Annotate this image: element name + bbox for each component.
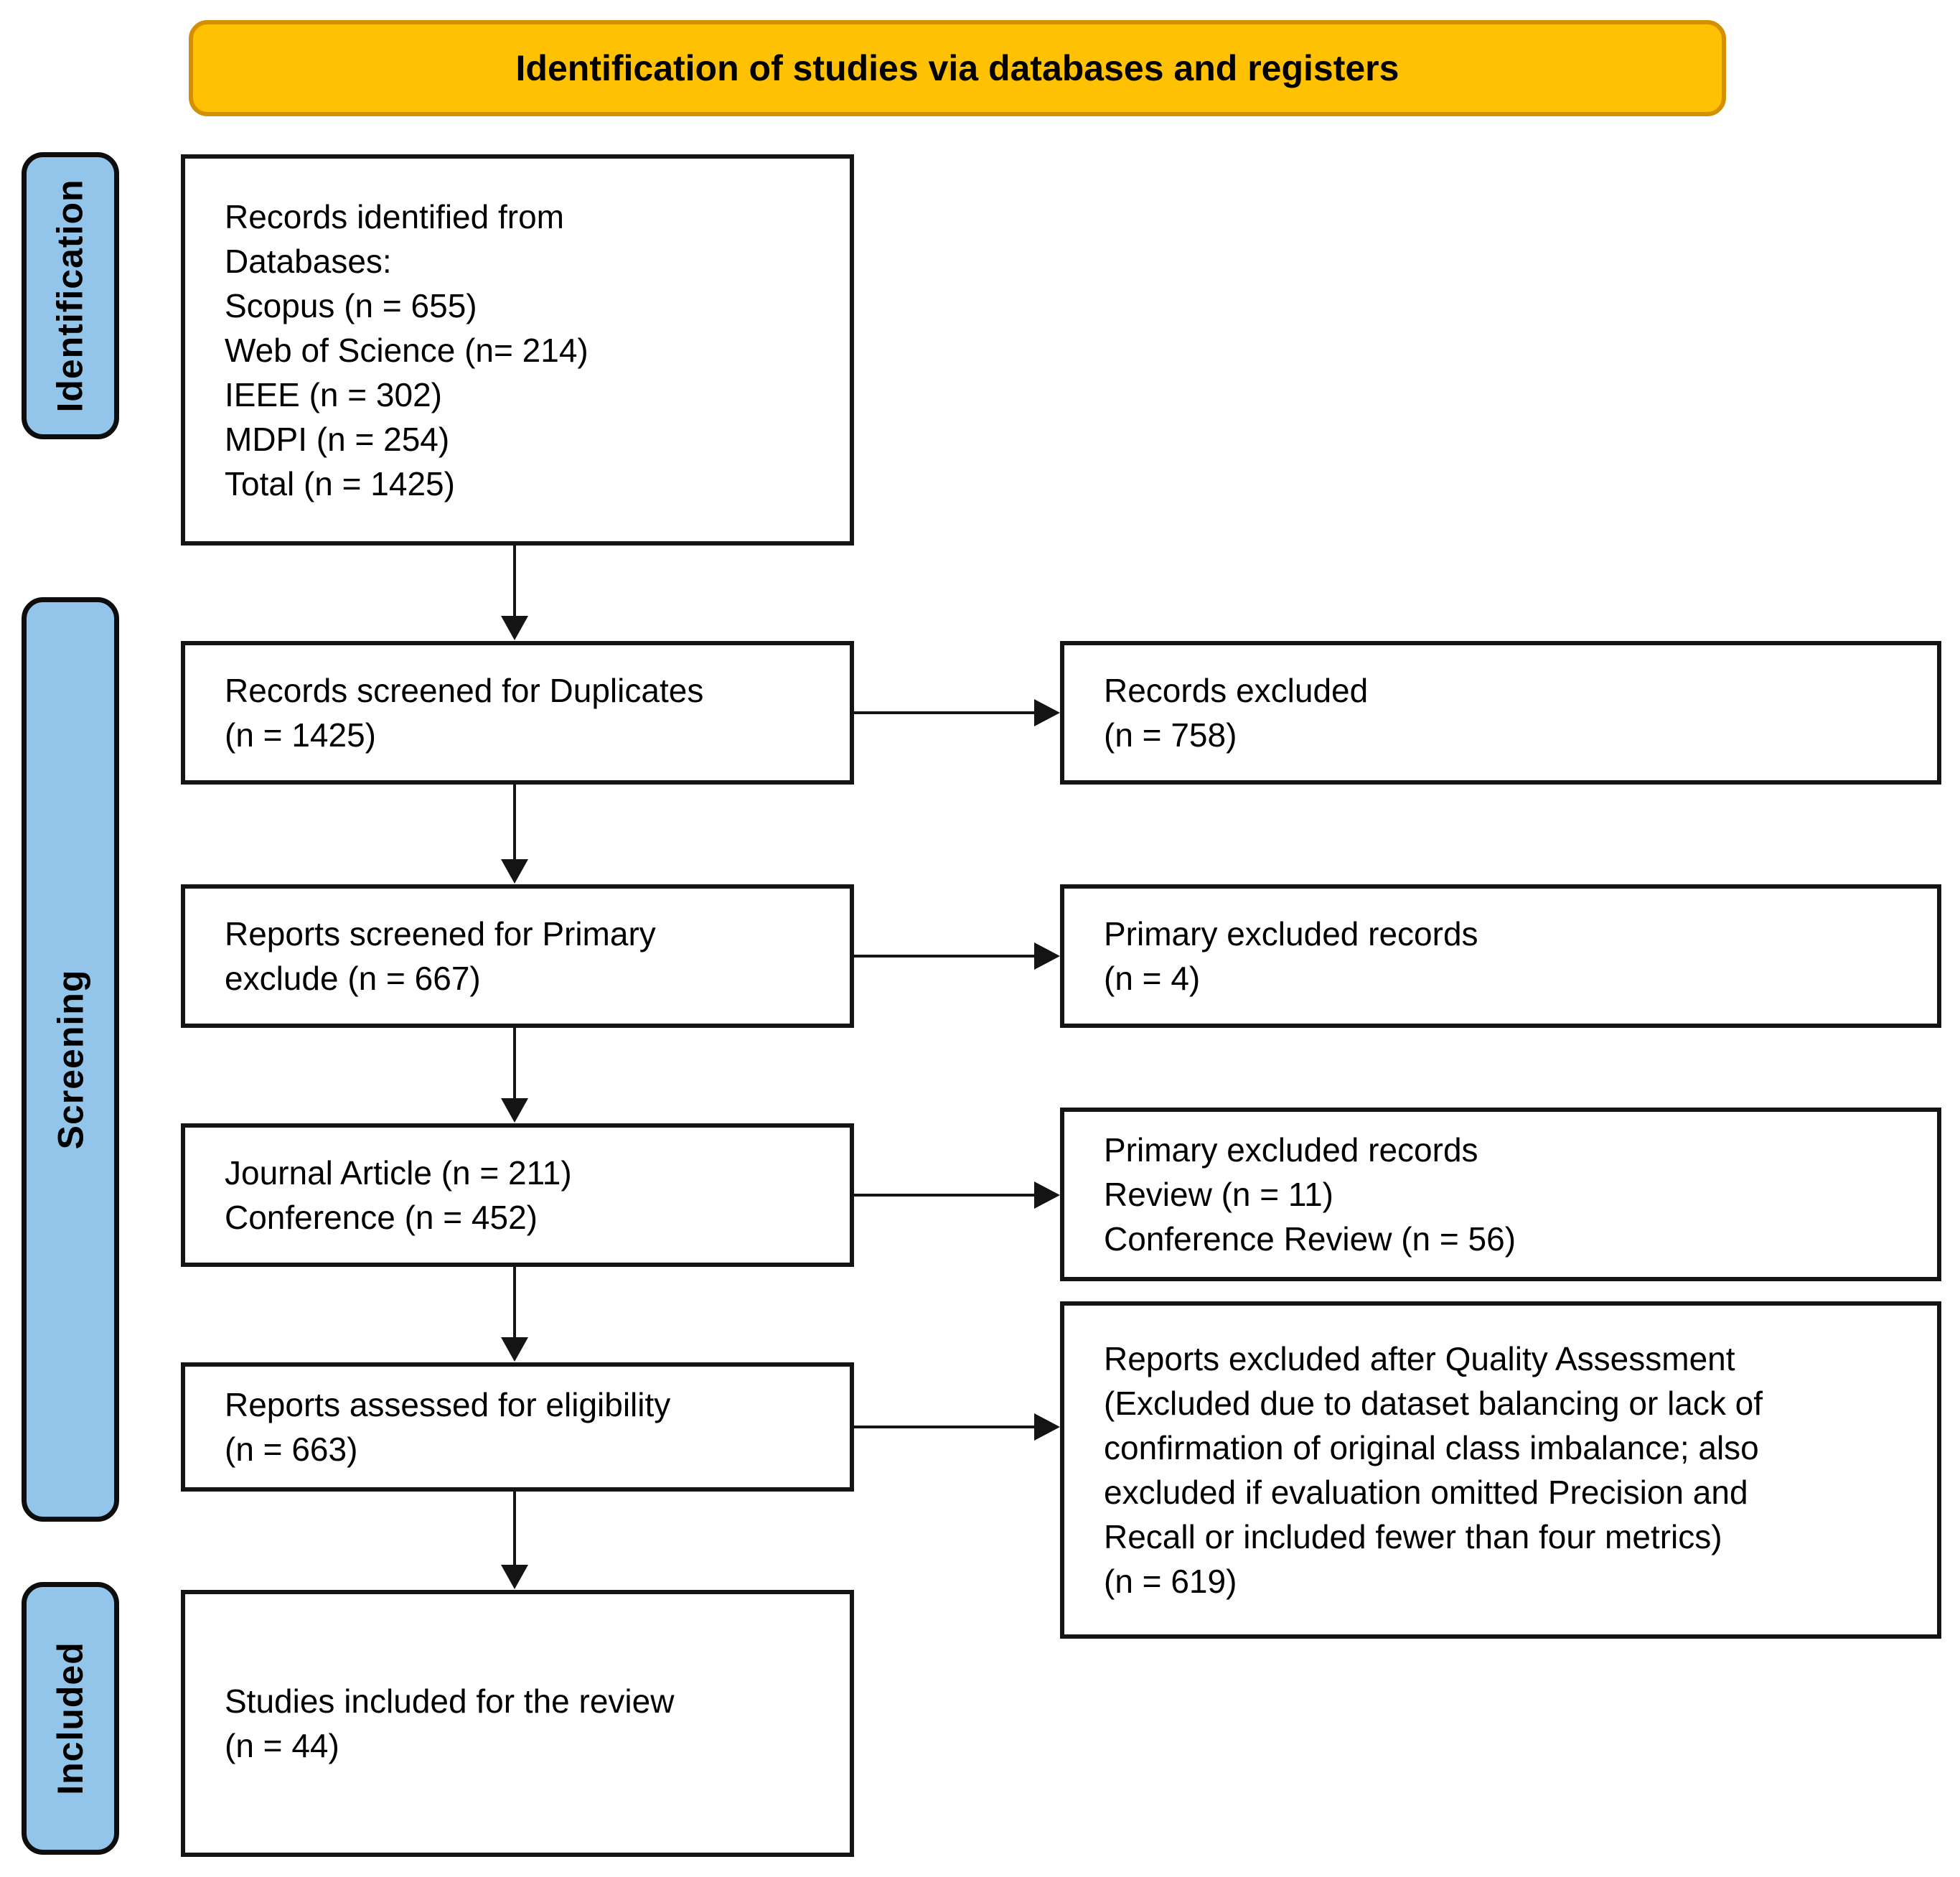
journal-conference-box: Journal Article (n = 211) Conference (n …: [181, 1123, 854, 1267]
box-line: Web of Science (n= 214): [225, 331, 589, 369]
stage-label-screening: Screening: [22, 597, 119, 1522]
box-line: Studies included for the review: [225, 1682, 675, 1720]
title-banner: Identification of studies via databases …: [189, 20, 1726, 116]
stage-label-included-text: Included: [50, 1642, 91, 1795]
box-line: Review (n = 11): [1104, 1176, 1334, 1213]
records-excluded-box: Records excluded (n = 758): [1060, 641, 1941, 785]
box-line: Databases:: [225, 242, 392, 280]
box-line: Conference Review (n = 56): [1104, 1220, 1516, 1258]
arrow-down-3-head: [501, 1098, 528, 1123]
arrow-right-3-head: [1034, 1181, 1060, 1209]
quality-assessment-excluded-box: Reports excluded after Quality Assessmen…: [1060, 1301, 1941, 1639]
arrow-down-4-line: [513, 1267, 516, 1337]
box-line: Records identified from: [225, 197, 564, 235]
box-line: (n = 663): [225, 1431, 358, 1468]
box-line: Reports screened for Primary: [225, 915, 656, 952]
reports-assessed-box: Reports assessed for eligibility (n = 66…: [181, 1362, 854, 1492]
box-line: (Excluded due to dataset balancing or la…: [1104, 1385, 1763, 1422]
studies-included-box: Studies included for the review (n = 44): [181, 1590, 854, 1857]
arrow-right-4-line: [854, 1426, 1034, 1428]
arrow-down-4-head: [501, 1337, 528, 1362]
box-line: Total (n = 1425): [225, 464, 455, 502]
arrow-down-5-head: [501, 1565, 528, 1589]
box-line: (n = 758): [1104, 716, 1237, 754]
arrow-right-1-head: [1034, 699, 1060, 726]
arrow-right-2-head: [1034, 942, 1060, 970]
arrow-down-3-line: [513, 1028, 516, 1098]
stage-label-screening-text: Screening: [50, 969, 90, 1150]
box-line: IEEE (n = 302): [225, 375, 442, 413]
box-line: Reports excluded after Quality Assessmen…: [1104, 1340, 1735, 1377]
records-identified-box: Records identified from Databases: Scopu…: [181, 154, 854, 546]
box-line: (n = 44): [225, 1727, 339, 1764]
box-line: (n = 1425): [225, 716, 376, 754]
box-line: MDPI (n = 254): [225, 420, 450, 458]
box-line: Primary excluded records: [1104, 1131, 1478, 1169]
box-line: confirmation of original class imbalance…: [1104, 1429, 1759, 1466]
box-line: Journal Article (n = 211): [225, 1154, 572, 1192]
box-line: Reports assessed for eligibility: [225, 1386, 671, 1423]
box-line: Scopus (n = 655): [225, 286, 477, 324]
box-line: Recall or included fewer than four metri…: [1104, 1518, 1722, 1555]
title-banner-label: Identification of studies via databases …: [515, 48, 1399, 88]
arrow-down-1-head: [501, 616, 528, 640]
primary-excluded-reviews-box: Primary excluded records Review (n = 11)…: [1060, 1108, 1941, 1281]
arrow-down-1-line: [513, 544, 516, 616]
box-line: (n = 619): [1104, 1563, 1237, 1600]
stage-label-identification: Identification: [22, 152, 119, 439]
box-line: excluded if evaluation omitted Precision…: [1104, 1474, 1748, 1511]
box-line: Conference (n = 452): [225, 1199, 538, 1236]
records-screened-duplicates-box: Records screened for Duplicates (n = 142…: [181, 641, 854, 785]
stage-label-identification-text: Identification: [50, 179, 91, 413]
box-line: Primary excluded records: [1104, 915, 1478, 952]
arrow-right-1-line: [854, 711, 1034, 714]
arrow-down-2-head: [501, 859, 528, 884]
box-line: (n = 4): [1104, 960, 1201, 997]
arrow-right-4-head: [1034, 1413, 1060, 1441]
reports-screened-primary-box: Reports screened for Primary exclude (n …: [181, 884, 854, 1028]
arrow-right-3-line: [854, 1194, 1034, 1197]
box-line: Records screened for Duplicates: [225, 672, 704, 709]
arrow-right-2-line: [854, 955, 1034, 958]
arrow-down-5-line: [513, 1492, 516, 1565]
primary-excluded-box: Primary excluded records (n = 4): [1060, 884, 1941, 1028]
arrow-down-2-line: [513, 785, 516, 859]
stage-label-included: Included: [22, 1582, 119, 1855]
box-line: exclude (n = 667): [225, 960, 481, 997]
box-line: Records excluded: [1104, 672, 1369, 709]
